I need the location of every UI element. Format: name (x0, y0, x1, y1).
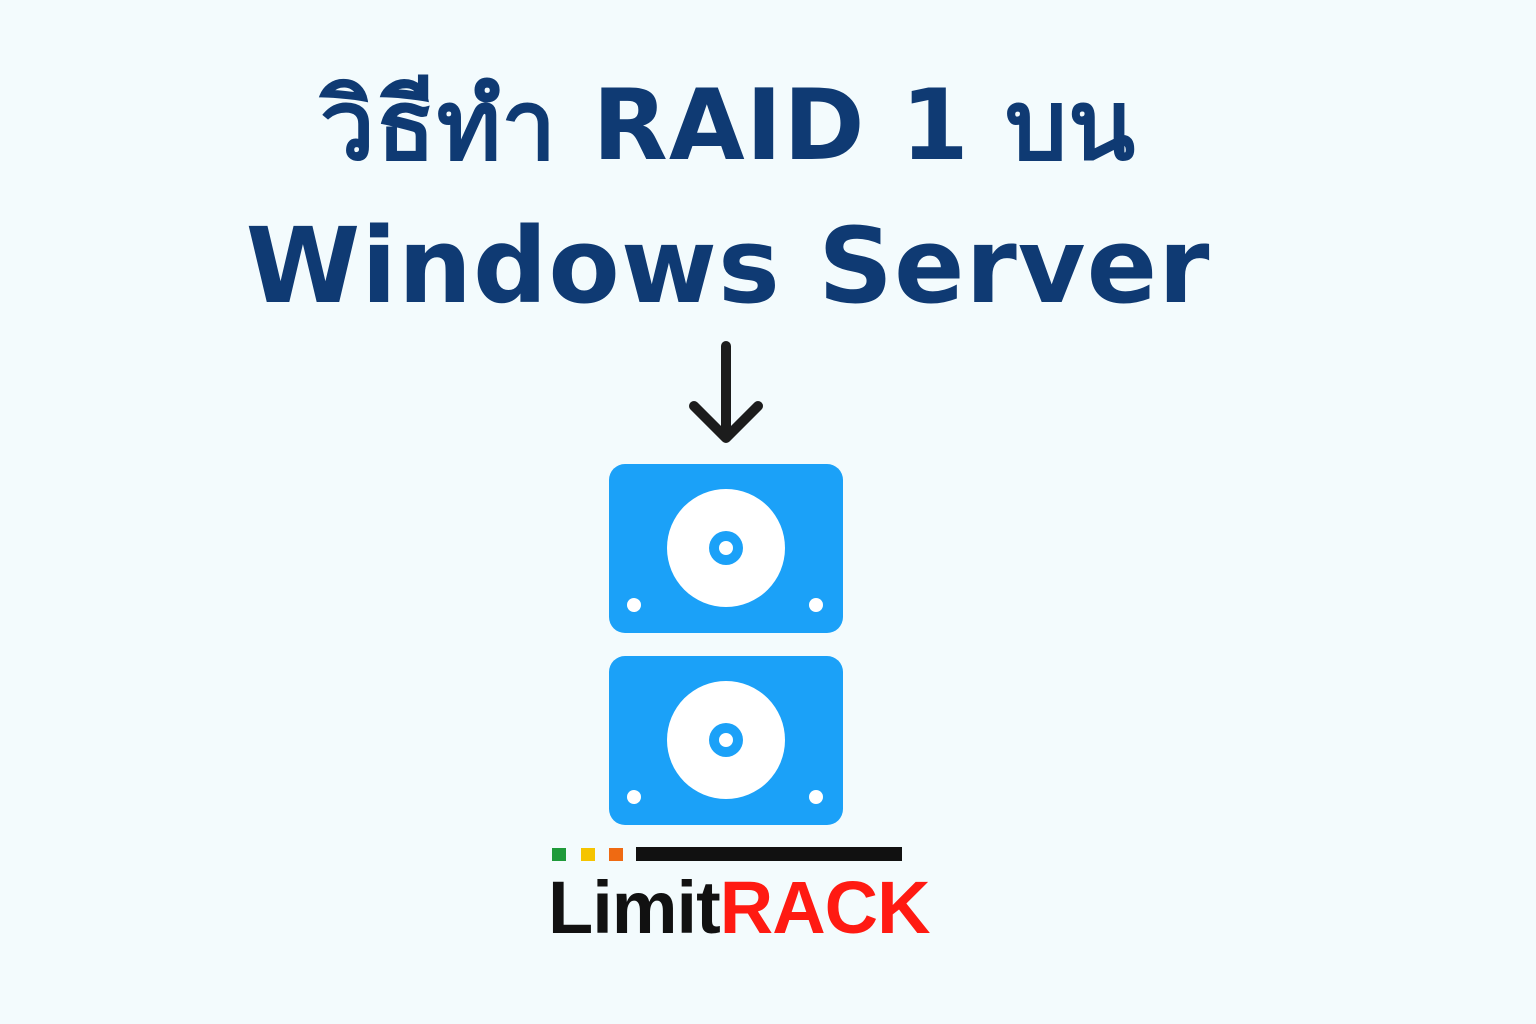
limitrack-logo: LimitRACK (548, 842, 931, 952)
logo-square-green (552, 848, 566, 861)
page-title-line-1: วิธีทำ RAID 1 บน (319, 69, 1137, 183)
logo-bar (636, 847, 902, 861)
page-title-line-2: Windows Server (245, 205, 1211, 327)
hard-disk-icon (609, 656, 843, 825)
logo-text-limit: Limit (548, 866, 721, 949)
arrow-down-icon (689, 341, 763, 443)
hard-disk-icon (609, 464, 843, 633)
logo-square-orange (609, 848, 623, 861)
logo-text-rack: RACK (719, 866, 931, 949)
logo-square-yellow (581, 848, 595, 861)
logo-wordmark: LimitRACK (548, 866, 931, 949)
